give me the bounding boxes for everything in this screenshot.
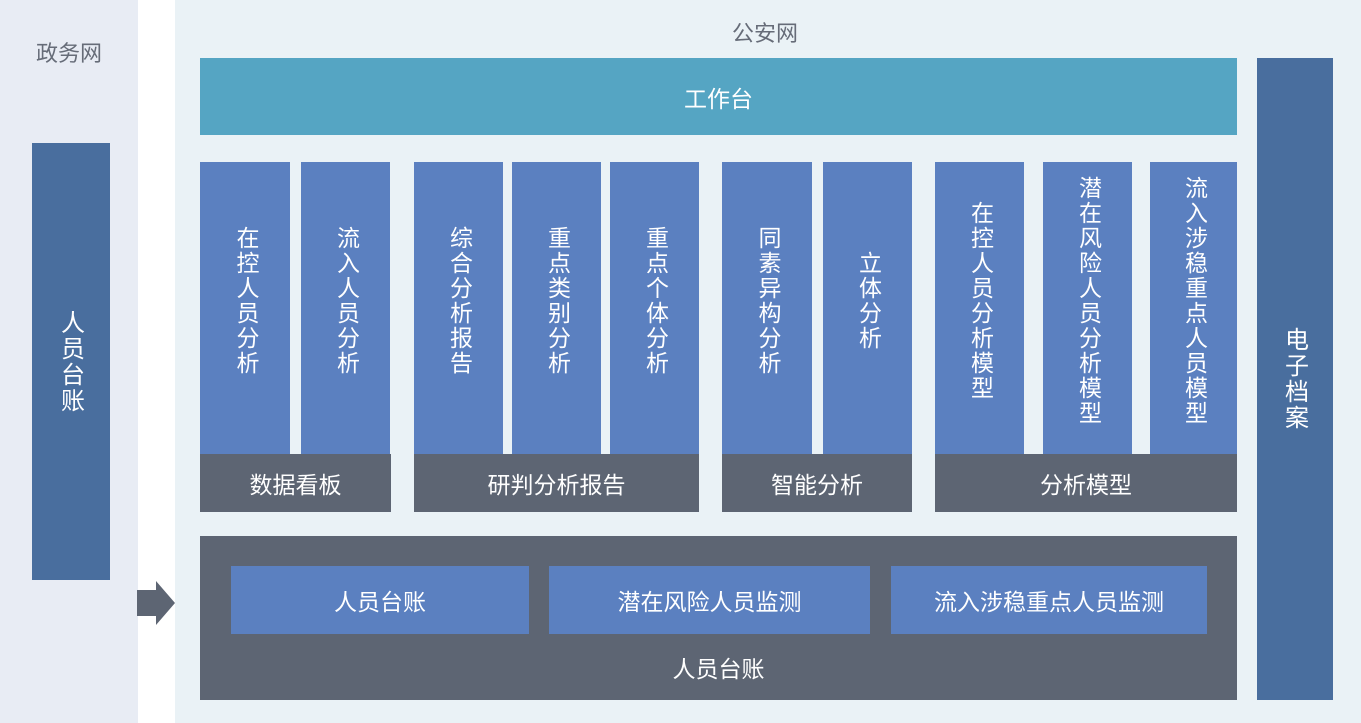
ledger-item: 人员台账	[231, 566, 529, 634]
government-network-title: 政务网	[35, 42, 102, 67]
left-ledger-block: 人员台账	[32, 143, 110, 580]
column-block: 流入涉稳重点人员模型	[1150, 162, 1237, 454]
group-label-analysis-models: 分析模型	[935, 454, 1237, 512]
column-block: 立体分析	[823, 162, 912, 454]
group-label-dashboard: 数据看板	[200, 454, 391, 512]
column-block: 在控人员分析	[200, 162, 290, 454]
arrow-right-icon	[137, 581, 177, 625]
column-block: 潜在风险人员分析模型	[1043, 162, 1132, 454]
ledger-item: 流入涉稳重点人员监测	[891, 566, 1207, 634]
column-block: 重点类别分析	[512, 162, 601, 454]
group-label-intelligent-analysis: 智能分析	[722, 454, 912, 512]
column-block: 综合分析报告	[414, 162, 503, 454]
column-block: 同素异构分析	[722, 162, 812, 454]
column-block: 重点个体分析	[610, 162, 699, 454]
ledger-item: 潜在风险人员监测	[549, 566, 870, 634]
group-label-reports: 研判分析报告	[414, 454, 699, 512]
column-block: 流入人员分析	[301, 162, 390, 454]
workbench-block: 工作台	[200, 58, 1237, 135]
public-security-network-title: 公安网	[731, 22, 798, 47]
bottom-ledger-label: 人员台账	[672, 657, 765, 683]
column-block: 在控人员分析模型	[935, 162, 1024, 454]
electronic-archive-block: 电子档案	[1257, 58, 1333, 700]
